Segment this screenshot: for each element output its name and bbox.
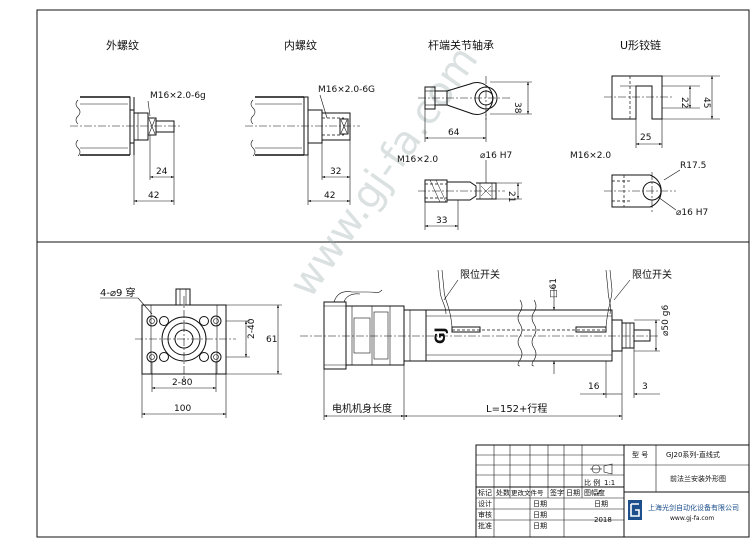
rod-end-dim-21: 21	[506, 191, 516, 202]
row-review: 审核	[478, 510, 492, 519]
dim-100: 100	[174, 404, 191, 414]
u-clevis-bore-label: ⌀16 H7	[676, 208, 708, 218]
header-cell-change-doc: 更改文件号	[511, 488, 544, 497]
header-cell-sign: 签字	[550, 488, 564, 497]
u-clevis-dim-45: 45	[701, 97, 711, 108]
actuator-side-view: GJ 限位开关 限位开关 □61 ⌀50 g6	[300, 268, 672, 420]
header-cell-mark: 标记	[478, 488, 492, 497]
hole-callout: 4-⌀9 穿	[100, 286, 136, 299]
u-clevis-thread-label: M16×2.0	[570, 151, 611, 161]
motor-cable	[333, 289, 383, 303]
rod-end-view: 杆端关节轴承 38 64 M16×2.0 ⌀16 H7 2	[397, 38, 532, 230]
date-label-3: 日期	[533, 522, 547, 530]
rod-end-dim-64: 64	[448, 128, 460, 138]
dim-2-80: 2-80	[172, 378, 193, 388]
u-clevis-title: U形铰链	[620, 38, 661, 52]
dim-16: 16	[588, 382, 600, 392]
limit-switch-wire-1	[437, 269, 447, 315]
motor-body	[323, 301, 347, 370]
company-website: www.gj-fa.com	[670, 515, 714, 522]
rod-end-title: 杆端关节轴承	[428, 38, 494, 52]
date-label-4: 日期	[594, 500, 608, 508]
internal-thread-dim-32: 32	[330, 167, 341, 177]
piston-rod-end	[633, 329, 651, 342]
actuator-tube	[425, 309, 613, 362]
front-flange	[403, 309, 427, 362]
check-mark: ✓	[596, 488, 603, 497]
company-logo	[628, 500, 642, 520]
drawing-frame	[36, 9, 750, 538]
u-clevis-view: U形铰链 22 45 25 M16×2.0 R17.5 ⌀16 H7	[570, 38, 720, 218]
u-clevis-dim-25: 25	[640, 133, 651, 143]
rod-end-dim-33: 33	[436, 216, 447, 226]
scale-value: 1:1	[604, 479, 615, 487]
limit-switch-label-2: 限位开关	[632, 268, 672, 281]
company-name: 上海光剑自动化设备有限公司	[648, 503, 739, 512]
dim-3: 3	[642, 382, 648, 392]
row-design: 设计	[478, 499, 492, 508]
front-flange-end-view: 4-⌀9 穿 2-40 61 2-80	[100, 286, 282, 418]
year-value: 2018	[594, 516, 612, 524]
date-label-2: 日期	[533, 511, 547, 519]
dim-stroke-length: L=152+行程	[486, 402, 547, 415]
internal-thread-dim-42: 42	[324, 191, 335, 201]
rod-end-bore-label: ⌀16 H7	[480, 151, 512, 161]
dim-rod-diameter: ⌀50 g6	[661, 305, 671, 336]
row-approve: 批准	[478, 521, 492, 530]
rod-nut	[621, 322, 635, 349]
internal-thread-view: 内螺纹 M16×2.0-6G 32 42	[245, 38, 375, 205]
dim-61-left: 61	[266, 335, 277, 345]
u-clevis-dim-22: 22	[679, 97, 689, 108]
model-value: GJ20系列-直线式	[666, 450, 720, 459]
header-cell-count: 处数	[496, 488, 510, 497]
rod-end-thread-label: M16×2.0	[397, 155, 438, 165]
external-thread-label: M16×2.0-6g	[150, 91, 206, 101]
logo-mark: GJ	[433, 327, 449, 344]
external-thread-dim-42: 42	[148, 191, 159, 201]
rod-end-dim-38: 38	[512, 102, 522, 114]
external-thread-dim-24: 24	[156, 167, 168, 177]
u-clevis-radius-label: R17.5	[680, 161, 706, 171]
external-thread-title: 外螺纹	[106, 38, 139, 52]
header-cell-sheet: 图幅度	[584, 488, 605, 497]
limit-switch-label-1: 限位开关	[460, 268, 500, 281]
scale-label: 比 例	[584, 478, 600, 487]
model-label: 型 号	[632, 450, 648, 459]
watermark-text: www.gj-fa.com	[281, 38, 488, 306]
internal-thread-label: M16×2.0-6G	[318, 85, 375, 95]
gearbox-housing	[345, 305, 405, 366]
external-thread-view: 外螺纹 M16×2.0-6g 24 42	[70, 38, 206, 205]
projection-symbol	[590, 463, 613, 475]
dim-2-40: 2-40	[247, 318, 257, 339]
header-cell-date: 日期	[566, 489, 580, 497]
dim-square-61: □61	[549, 278, 559, 298]
dim-motor-length: 电机机身长度	[332, 402, 392, 415]
drawing-name: 前法兰安装外形图	[670, 474, 726, 483]
title-block: 标记 处数 更改文件号 签字 日期 图幅度 设计 审核 批准 日期 日期 日期 …	[475, 444, 750, 538]
limit-switch-wire-2	[605, 269, 611, 315]
internal-thread-title: 内螺纹	[284, 38, 317, 52]
flange-bolt-holes	[146, 315, 222, 363]
date-label-1: 日期	[533, 500, 547, 508]
